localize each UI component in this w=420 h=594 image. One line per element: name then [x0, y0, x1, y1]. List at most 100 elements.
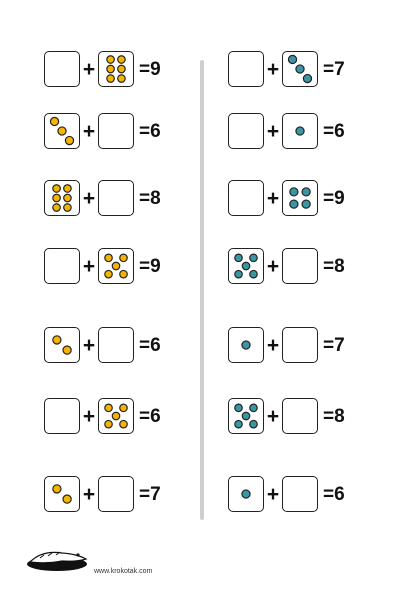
- dice-dot: [104, 269, 113, 279]
- dice-dot: [106, 64, 115, 74]
- equals-total: =8: [323, 255, 345, 277]
- dice-6-icon: [106, 55, 126, 83]
- equation-row: +=9: [44, 248, 161, 284]
- dice-dot: [289, 187, 299, 197]
- dice-dot: [52, 484, 62, 494]
- plus-sign: +: [266, 57, 280, 81]
- plus-sign: +: [266, 119, 280, 143]
- dice-dot: [104, 253, 113, 263]
- dice-dot: [104, 403, 113, 413]
- dice-box: [98, 51, 134, 87]
- footer-website: www.krokotak.com: [94, 567, 153, 575]
- equals-total: =7: [323, 58, 345, 80]
- answer-box[interactable]: [228, 51, 264, 87]
- dice-dot: [295, 126, 305, 136]
- dice-dot: [117, 74, 126, 83]
- equation-row: + =9: [44, 51, 161, 87]
- dice-dot: [287, 54, 298, 65]
- dice-box: [228, 476, 264, 512]
- equation-row: + =9: [228, 180, 345, 216]
- dice-box: [98, 248, 134, 284]
- dice-dot: [49, 116, 60, 127]
- dice-1-icon: [241, 340, 251, 350]
- dice-dot: [249, 419, 258, 429]
- answer-box[interactable]: [44, 248, 80, 284]
- dice-5-icon: [234, 253, 258, 279]
- crocodile-logo-icon: [27, 551, 88, 571]
- equals-total: =7: [323, 334, 345, 356]
- dice-dot: [52, 335, 62, 345]
- dice-dot: [106, 74, 115, 83]
- plus-sign: +: [266, 186, 280, 210]
- dice-dot: [64, 135, 75, 146]
- dice-dot: [119, 419, 128, 429]
- answer-box[interactable]: [228, 180, 264, 216]
- equals-total: =6: [139, 120, 161, 142]
- equals-total: =6: [323, 483, 345, 505]
- equation-row: +=6: [44, 327, 161, 363]
- equals-total: =9: [139, 255, 161, 277]
- dice-dot: [111, 261, 121, 271]
- dice-2-icon: [52, 335, 72, 355]
- answer-box[interactable]: [98, 476, 134, 512]
- dice-dot: [52, 184, 61, 193]
- answer-box[interactable]: [44, 398, 80, 434]
- dice-dot: [301, 199, 311, 209]
- dice-dot: [63, 193, 72, 203]
- answer-box[interactable]: [282, 398, 318, 434]
- answer-box[interactable]: [282, 327, 318, 363]
- dice-5-icon: [234, 403, 258, 429]
- answer-box[interactable]: [228, 113, 264, 149]
- dice-box: [282, 113, 318, 149]
- dice-dot: [295, 64, 305, 74]
- dice-box: [98, 398, 134, 434]
- equation-row: +=6: [44, 398, 161, 434]
- plus-sign: +: [266, 482, 280, 506]
- dice-5-icon: [104, 403, 128, 429]
- column-divider: [200, 60, 204, 520]
- equation-row: + =6: [44, 113, 161, 149]
- equation-row: + =7: [228, 51, 345, 87]
- answer-box[interactable]: [98, 180, 134, 216]
- dice-5-icon: [104, 253, 128, 279]
- equals-total: =9: [139, 58, 161, 80]
- equals-total: =9: [323, 187, 345, 209]
- dice-dot: [62, 345, 72, 355]
- dice-box: [228, 327, 264, 363]
- dice-dot: [111, 411, 121, 421]
- dice-dot: [301, 187, 311, 197]
- answer-box[interactable]: [44, 51, 80, 87]
- equation-row: +=7: [44, 476, 161, 512]
- dice-dot: [241, 489, 251, 499]
- equation-row: + =6: [228, 476, 345, 512]
- dice-dot: [119, 403, 128, 413]
- answer-box[interactable]: [98, 113, 134, 149]
- dice-dot: [52, 193, 61, 203]
- answer-box[interactable]: [282, 476, 318, 512]
- dice-dot: [241, 411, 251, 421]
- equation-row: +=6: [228, 113, 345, 149]
- plus-sign: +: [82, 119, 96, 143]
- plus-sign: +: [266, 333, 280, 357]
- footer: www.krokotak.com: [22, 540, 152, 576]
- dice-dot: [249, 269, 258, 279]
- dice-dot: [62, 494, 72, 504]
- equals-total: =8: [139, 187, 161, 209]
- dice-dot: [117, 64, 126, 74]
- equation-row: + =7: [228, 327, 345, 363]
- dice-dot: [119, 269, 128, 279]
- equals-total: =7: [139, 483, 161, 505]
- equals-total: =6: [139, 334, 161, 356]
- dice-dot: [234, 419, 243, 429]
- answer-box[interactable]: [98, 327, 134, 363]
- plus-sign: +: [82, 57, 96, 81]
- dice-box: [44, 327, 80, 363]
- answer-box[interactable]: [282, 248, 318, 284]
- equation-row: +=8: [44, 180, 161, 216]
- dice-3-icon: [287, 54, 313, 84]
- dice-dot: [249, 403, 258, 413]
- plus-sign: +: [266, 404, 280, 428]
- dice-dot: [63, 203, 72, 212]
- dice-dot: [234, 403, 243, 413]
- dice-dot: [106, 55, 115, 64]
